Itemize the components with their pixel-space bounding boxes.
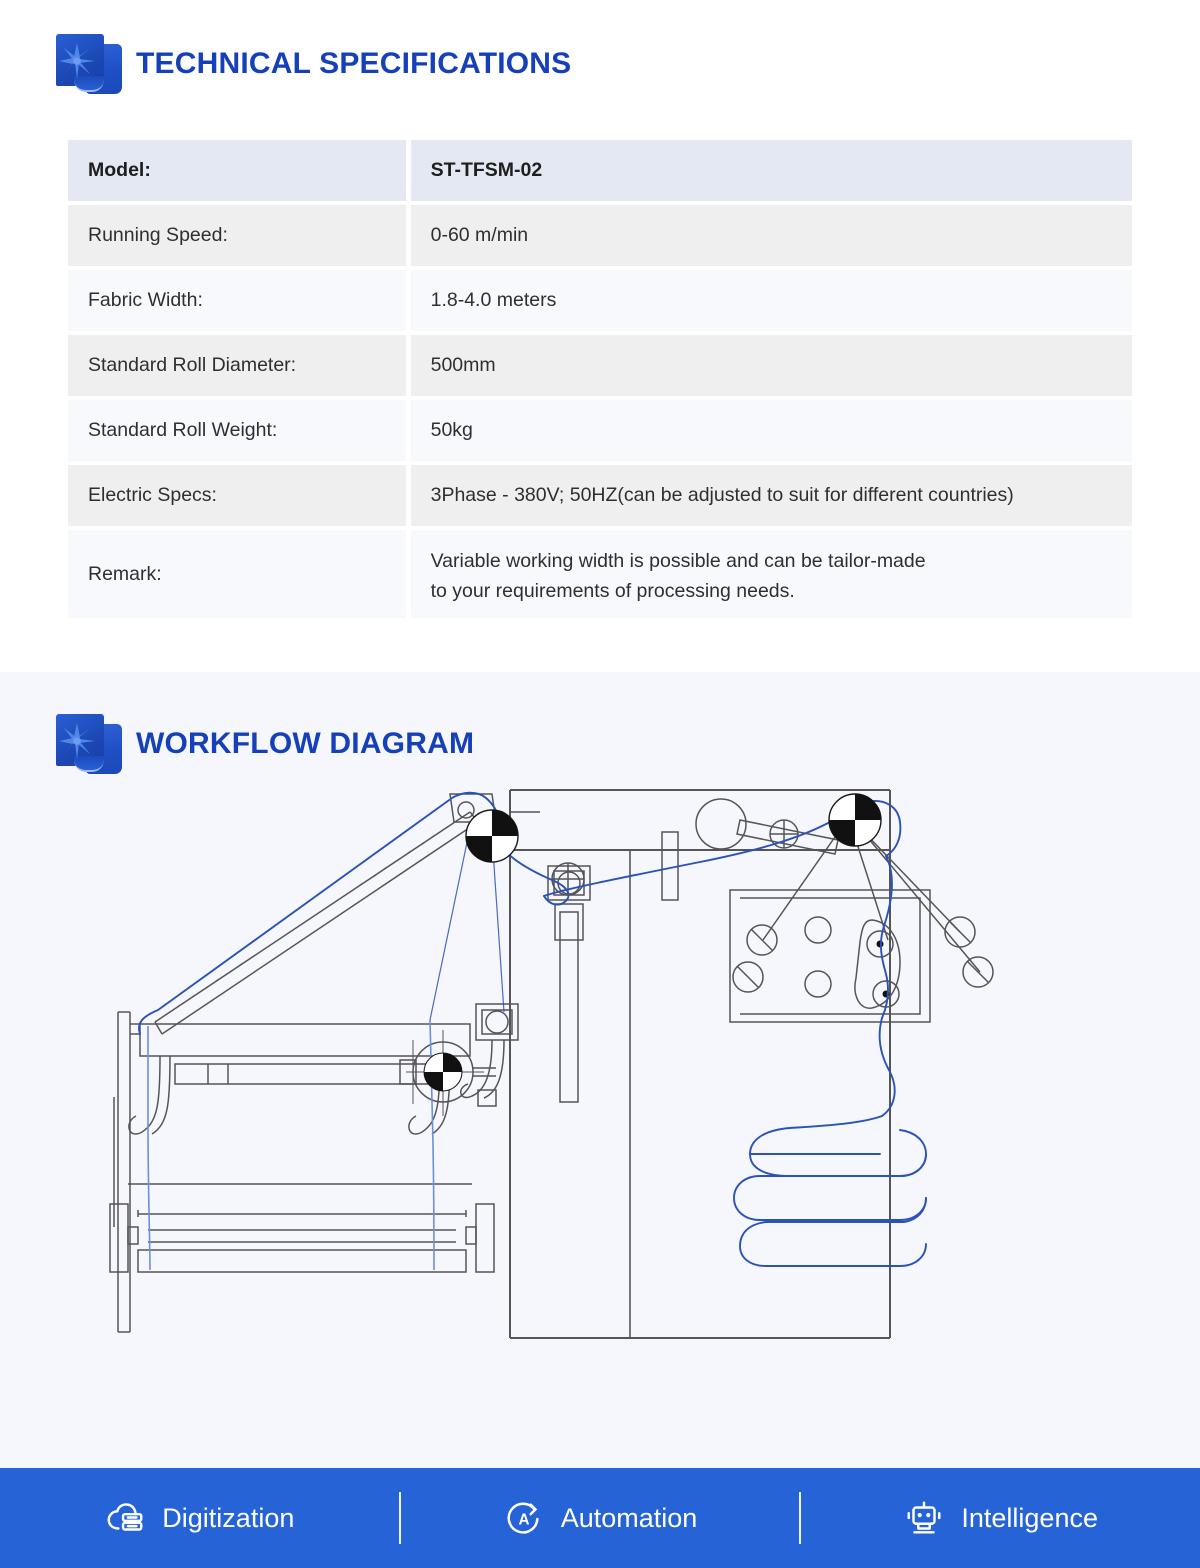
footer-divider bbox=[398, 1492, 401, 1544]
footer-label: Intelligence bbox=[961, 1502, 1098, 1533]
table-row-model: Model: ST-TFSM-02 bbox=[68, 140, 1132, 205]
fabric-roll-star-icon bbox=[48, 32, 122, 96]
spec-value: 50kg bbox=[410, 400, 1132, 465]
table-row-standard-roll-weight: Standard Roll Weight: 50kg bbox=[68, 400, 1132, 465]
spec-value: 1.8-4.0 meters bbox=[410, 270, 1132, 335]
spec-value: Variable working width is possible and c… bbox=[410, 530, 1132, 618]
feature-footer-bar: Digitization A Automation bbox=[0, 1468, 1200, 1568]
quadrant-roller-top-left bbox=[465, 809, 519, 863]
footer-item-automation[interactable]: A Automation bbox=[401, 1497, 800, 1539]
spec-key: Standard Roll Weight: bbox=[68, 400, 411, 465]
spec-value: 0-60 m/min bbox=[410, 205, 1132, 270]
specs-section-header: TECHNICAL SPECIFICATIONS bbox=[48, 32, 571, 96]
table-row-fabric-width: Fabric Width: 1.8-4.0 meters bbox=[68, 270, 1132, 335]
section-title: WORKFLOW DIAGRAM bbox=[136, 727, 475, 760]
spec-key: Standard Roll Diameter: bbox=[68, 335, 411, 400]
machine-schematic-diagram bbox=[100, 772, 1100, 1372]
workflow-section-header: WORKFLOW DIAGRAM bbox=[48, 712, 474, 776]
workflow-diagram-section: WORKFLOW DIAGRAM bbox=[0, 672, 1200, 1468]
automation-a-icon: A bbox=[507, 1502, 539, 1534]
spec-key: Remark: bbox=[68, 530, 411, 618]
spec-key: Model: bbox=[68, 140, 411, 205]
cloud-server-icon bbox=[107, 1503, 143, 1531]
specifications-table: Model: ST-TFSM-02 Running Speed: 0-60 m/… bbox=[68, 140, 1132, 618]
quadrant-roller-mid bbox=[423, 1052, 463, 1092]
robot-head-icon bbox=[907, 1501, 941, 1534]
remark-line-2: to your requirements of processing needs… bbox=[430, 580, 795, 602]
table-row-electric-specs: Electric Specs: 3Phase - 380V; 50HZ(can … bbox=[68, 465, 1132, 530]
footer-label: Automation bbox=[560, 1502, 698, 1533]
quadrant-roller-top-right bbox=[828, 793, 882, 847]
fabric-roll-star-icon bbox=[48, 712, 122, 776]
svg-text:A: A bbox=[518, 1512, 529, 1529]
spec-value: 500mm bbox=[410, 335, 1132, 400]
spec-key: Electric Specs: bbox=[68, 465, 411, 530]
table-row-remark: Remark: Variable working width is possib… bbox=[68, 530, 1132, 618]
spec-key: Running Speed: bbox=[68, 205, 411, 270]
footer-item-digitization[interactable]: Digitization bbox=[0, 1497, 399, 1539]
spec-value: 3Phase - 380V; 50HZ(can be adjusted to s… bbox=[410, 465, 1132, 530]
page-title: TECHNICAL SPECIFICATIONS bbox=[136, 47, 572, 80]
spec-value: ST-TFSM-02 bbox=[410, 140, 1132, 205]
table-row-standard-roll-diameter: Standard Roll Diameter: 500mm bbox=[68, 335, 1132, 400]
spec-key: Fabric Width: bbox=[68, 270, 411, 335]
table-row-running-speed: Running Speed: 0-60 m/min bbox=[68, 205, 1132, 270]
footer-divider bbox=[799, 1492, 802, 1544]
technical-specifications-section: TECHNICAL SPECIFICATIONS Model: ST-TFSM-… bbox=[0, 0, 1200, 672]
footer-label: Digitization bbox=[162, 1502, 295, 1533]
remark-line-1: Variable working width is possible and c… bbox=[430, 549, 926, 572]
footer-item-intelligence[interactable]: Intelligence bbox=[801, 1497, 1200, 1539]
